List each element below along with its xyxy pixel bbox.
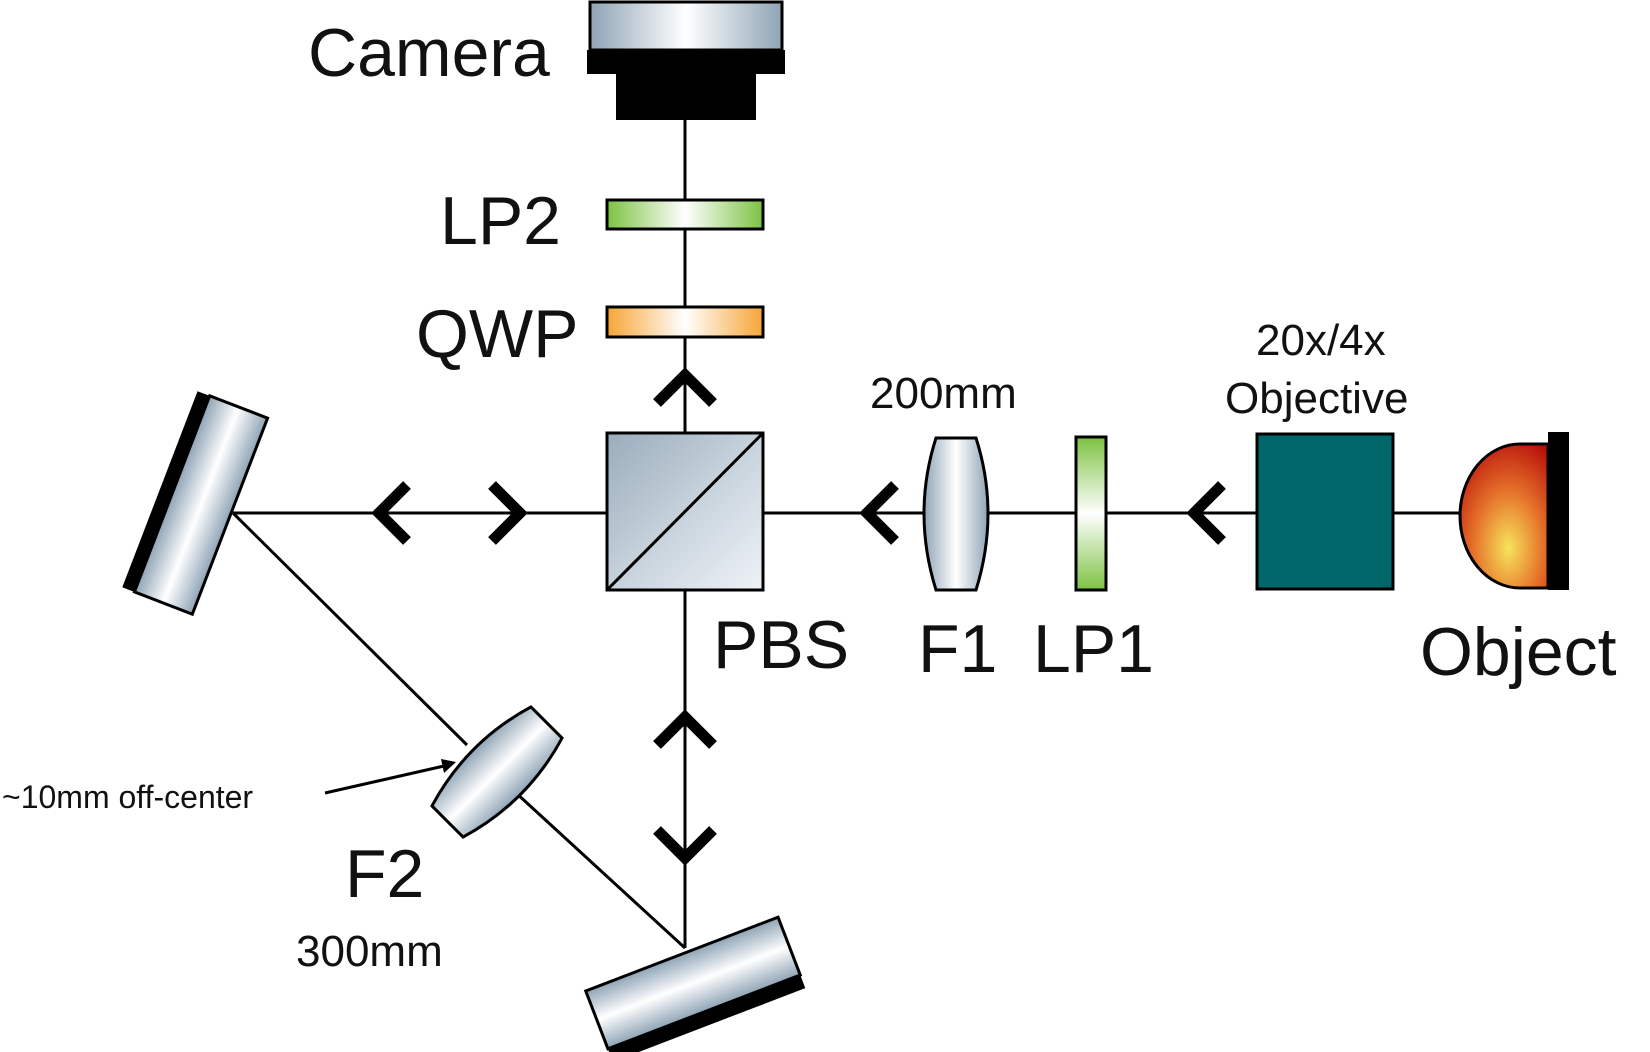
f1-focal-label: 200mm [870, 369, 1017, 418]
beam-diagonal-f2-to-mirror [513, 790, 687, 950]
lp2-polarizer-icon [605, 198, 765, 231]
f2-focal-label: 300mm [296, 927, 443, 976]
direction-arrows [371, 367, 1226, 866]
arrow-up-icon [653, 367, 717, 407]
pbs-label: PBS [713, 607, 849, 683]
lp1-label: LP1 [1033, 611, 1154, 687]
qwp-label: QWP [416, 296, 578, 372]
arrow-left-icon [371, 481, 411, 545]
beam-diagonal-mirror-to-f2 [231, 511, 469, 747]
object-label: Object [1420, 614, 1617, 690]
arrow-right-icon [488, 481, 528, 545]
lp2-label: LP2 [440, 183, 561, 259]
objective-label: Objective [1225, 374, 1408, 423]
camera-label: Camera [308, 15, 550, 91]
offcenter-note-label: ~10mm off-center [2, 779, 253, 815]
qwp-waveplate-icon [605, 305, 765, 339]
object-icon [1458, 432, 1569, 590]
camera-icon [587, 0, 785, 120]
arrow-up-icon [653, 709, 717, 749]
arrow-down-icon [653, 826, 717, 866]
mirror-bottom-icon [583, 915, 806, 1052]
offcenter-pointer-arrow [324, 759, 456, 795]
objective-magnification-label: 20x/4x [1256, 316, 1386, 365]
mirror-left-icon [122, 391, 270, 617]
arrow-left-icon [859, 481, 899, 545]
f1-lens-icon [922, 436, 990, 592]
arrow-left-icon [1186, 481, 1226, 545]
lp1-polarizer-icon [1074, 435, 1108, 592]
f1-label: F1 [918, 611, 997, 687]
objective-icon [1255, 432, 1395, 591]
f2-label: F2 [345, 836, 424, 912]
pbs-beamsplitter-icon [605, 431, 765, 592]
f2-lens-icon [430, 705, 564, 839]
